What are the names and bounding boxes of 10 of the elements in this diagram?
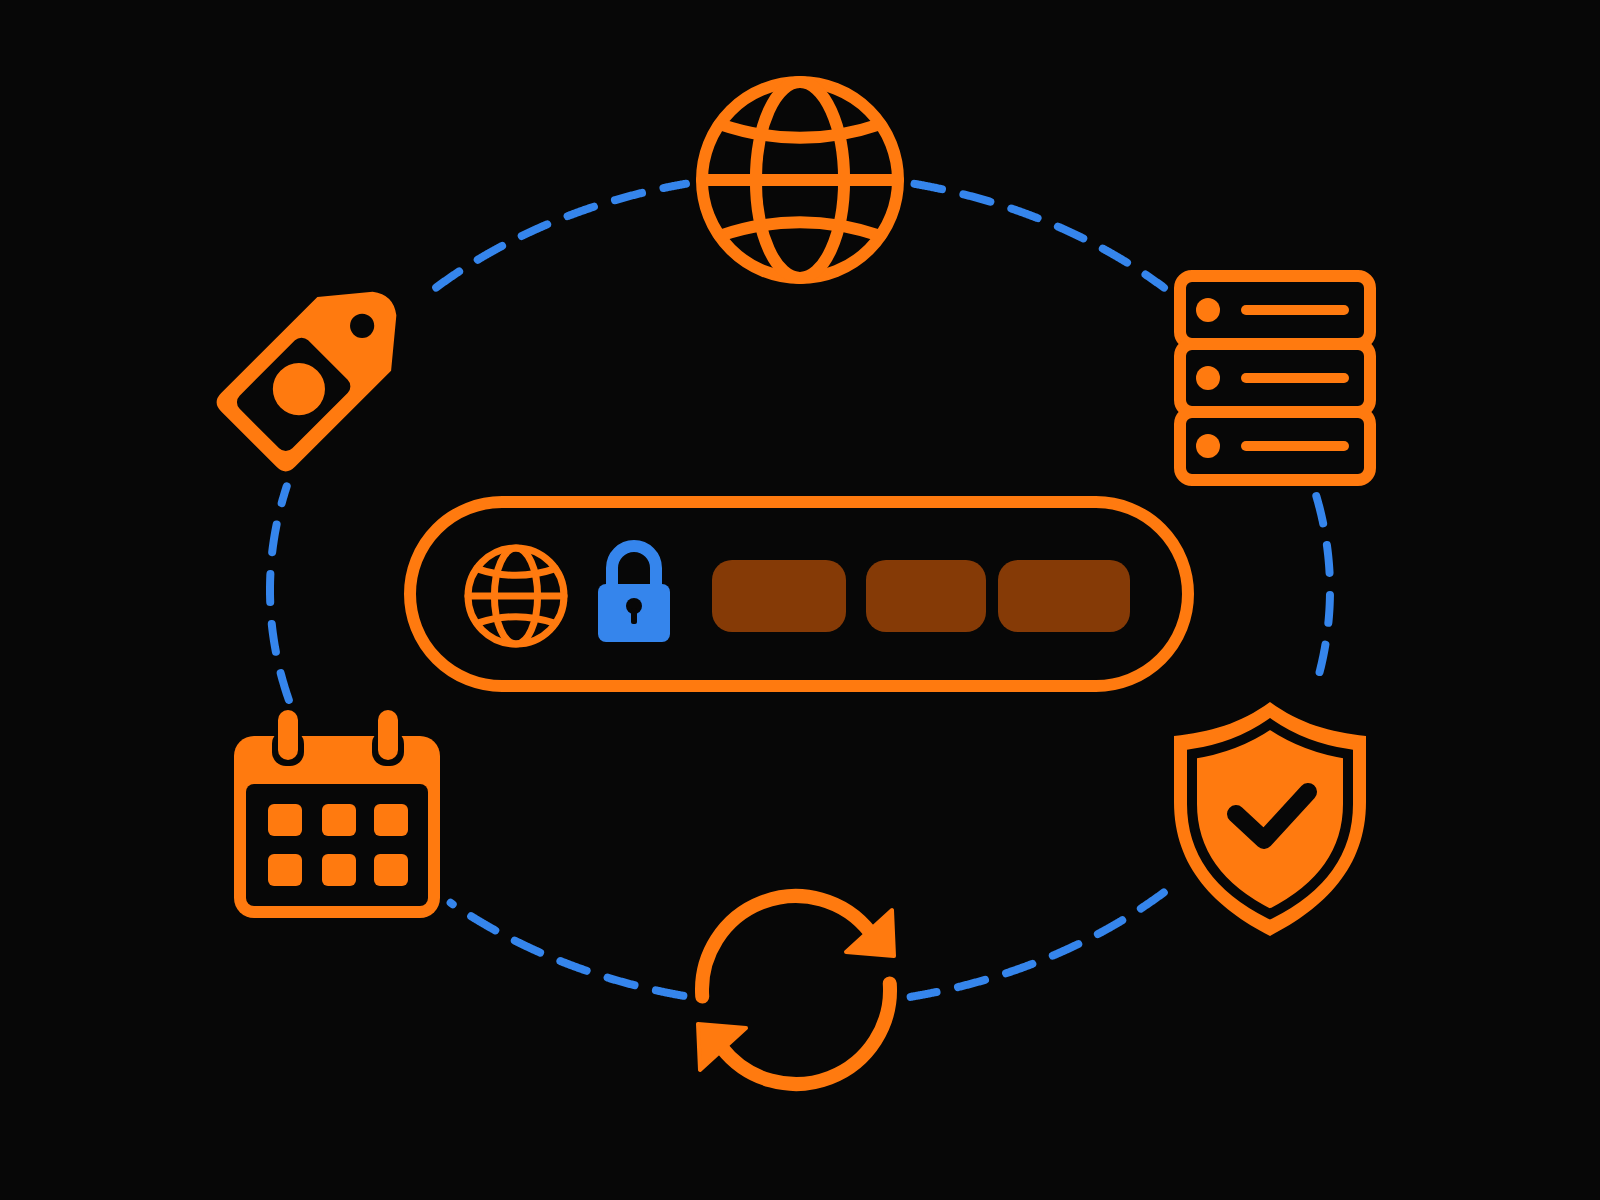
- shield-check-icon: [1174, 702, 1366, 936]
- calendar-icon: [234, 710, 440, 918]
- server-icon: [1174, 270, 1376, 486]
- dashed-connector: [906, 888, 1168, 1001]
- globe-icon: [696, 76, 904, 284]
- dashed-connector: [266, 482, 293, 704]
- dashed-connector: [446, 898, 688, 1000]
- dashed-connector: [432, 179, 690, 292]
- dashed-connector: [910, 179, 1168, 292]
- refresh-icon: [694, 888, 900, 1094]
